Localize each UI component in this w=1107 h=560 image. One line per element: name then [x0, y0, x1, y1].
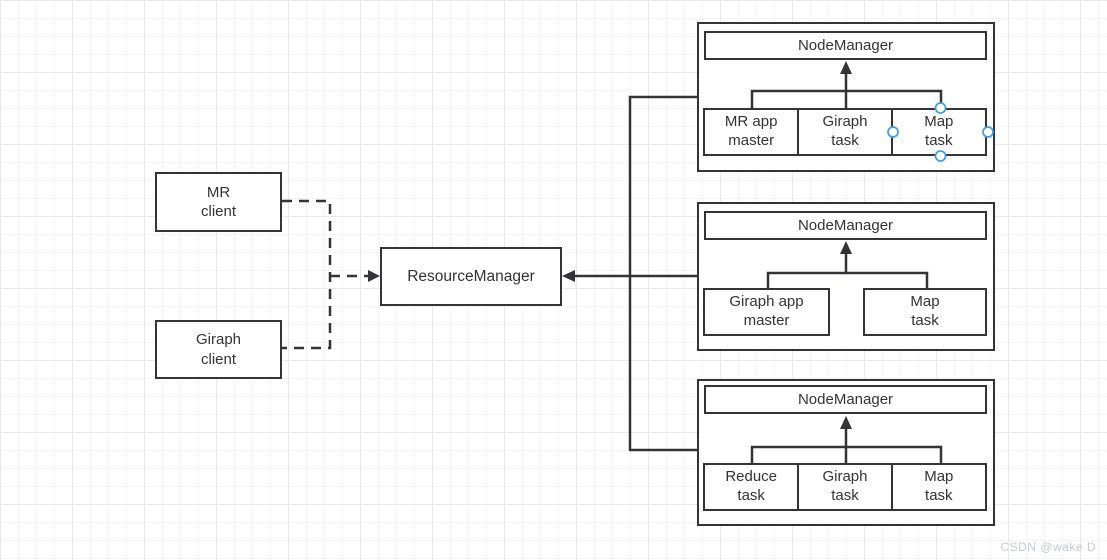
task-label: Map task — [924, 468, 954, 504]
node-manager-1-task-row: MR app master Giraph task Map task — [703, 108, 987, 156]
task-mr-app-master[interactable]: MR app master — [703, 108, 800, 156]
arrowhead-up-icon — [840, 61, 852, 74]
task-giraph-task-3[interactable]: Giraph task — [796, 463, 894, 511]
node-manager-group-1[interactable]: NodeManager MR app master Giraph task Ma… — [697, 22, 995, 172]
task-label: MR app master — [724, 113, 778, 149]
giraph-client-label: Giraph client — [195, 331, 242, 368]
arrowhead-up-icon — [840, 241, 852, 254]
node-manager-3-task-row: Reduce task Giraph task Map task — [703, 463, 987, 511]
selection-handle-bottom[interactable] — [934, 150, 947, 162]
selection-handles-map-task — [887, 102, 994, 162]
task-giraph-app-master[interactable]: Giraph app master — [703, 288, 830, 336]
selection-handle-right[interactable] — [982, 126, 994, 138]
selection-handle-left[interactable] — [887, 126, 899, 138]
task-label: Reduce task — [725, 468, 778, 504]
task-label: Map task — [910, 293, 940, 329]
node-resource-manager[interactable]: ResourceManager — [380, 247, 562, 306]
node-giraph-client[interactable]: Giraph client — [155, 320, 282, 379]
task-map-task-2[interactable]: Map task — [863, 288, 987, 336]
arrowhead-up-icon — [840, 416, 852, 429]
selection-handle-top[interactable] — [934, 102, 947, 114]
task-label: Map task — [924, 113, 954, 149]
node-manager-1-title-label: NodeManager — [797, 37, 894, 54]
bracket-line — [766, 271, 929, 288]
arrowhead-left-icon — [562, 270, 575, 282]
node-manager-2-title[interactable]: NodeManager — [704, 211, 987, 240]
watermark: CSDN @wake D — [1000, 540, 1096, 554]
connector-nodemanagers-to-resourcemanager[interactable] — [562, 95, 697, 452]
node-manager-group-2[interactable]: NodeManager Giraph app master Map task — [697, 202, 995, 351]
node-mr-client[interactable]: MR client — [155, 172, 282, 232]
task-label: Giraph app master — [729, 293, 804, 329]
task-map-task-1[interactable]: Map task — [890, 108, 987, 156]
task-giraph-task-1[interactable]: Giraph task — [796, 108, 894, 156]
trunk-connector-line — [628, 95, 697, 452]
task-map-task-3[interactable]: Map task — [890, 463, 987, 511]
task-label: Giraph task — [822, 113, 868, 149]
arrowhead-right-icon — [368, 270, 380, 282]
dashed-connector-line — [282, 199, 332, 350]
node-manager-3-title-label: NodeManager — [797, 391, 894, 408]
connector-clients-to-resourcemanager[interactable] — [282, 199, 380, 350]
connector-nm2-tasks-to-title[interactable] — [766, 241, 929, 288]
mr-client-label: MR client — [200, 183, 237, 220]
connector-nm3-tasks-to-title[interactable] — [750, 416, 943, 463]
task-label: Giraph task — [822, 468, 868, 504]
node-manager-2-title-label: NodeManager — [797, 217, 894, 234]
node-manager-3-title[interactable]: NodeManager — [704, 385, 987, 414]
connector-nm1-tasks-to-title[interactable] — [750, 61, 943, 108]
node-manager-1-title[interactable]: NodeManager — [704, 31, 987, 60]
resource-manager-label: ResourceManager — [407, 267, 535, 285]
